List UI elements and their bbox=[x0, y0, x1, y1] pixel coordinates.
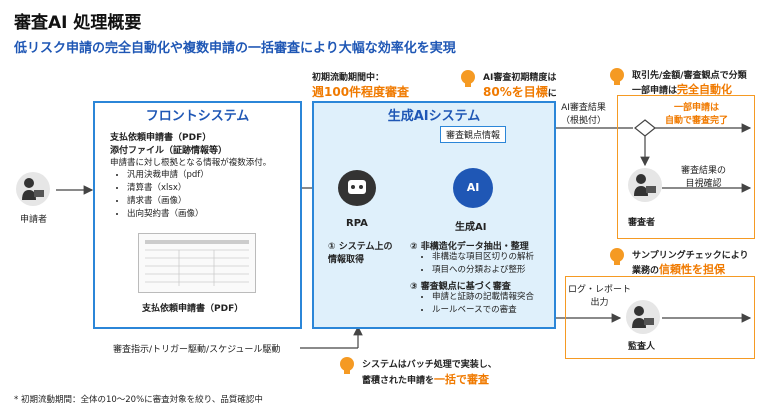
ai-accuracy-highlight: 80%を目標 bbox=[483, 85, 548, 99]
step2-title: ② 非構造化データ抽出・整理 bbox=[410, 242, 529, 252]
batch-prefix: 蓄積された申請を bbox=[362, 376, 435, 386]
lightbulb-icon bbox=[610, 248, 624, 265]
sampling-line1: サンプリングチェックにより bbox=[632, 251, 749, 261]
list-item: 申請と証跡の記載情報突合 bbox=[432, 291, 534, 304]
log-output-label: ログ・レポート 出力 bbox=[568, 282, 631, 308]
ai-icon-text: AI bbox=[466, 181, 480, 194]
front-doc-title: 支払依頼申請書（PDF） bbox=[110, 133, 212, 143]
auto-complete-line1: 一部申請は bbox=[674, 103, 720, 113]
reviewer-avatar bbox=[628, 168, 662, 202]
auditor-avatar bbox=[626, 300, 660, 334]
auto-note-highlight: 完全自動化 bbox=[677, 83, 733, 96]
initial-period-line2: 週100件程度審査 bbox=[312, 85, 410, 99]
applicant-avatar bbox=[16, 172, 50, 206]
ai-brain-icon: AI bbox=[453, 168, 493, 208]
form-document-icon bbox=[145, 240, 249, 286]
ai-result-line1: AI審査結果 bbox=[561, 103, 606, 113]
page-title: 審査AI 処理概要 bbox=[14, 13, 142, 33]
initial-period-line1: 初期流動期間中： bbox=[312, 73, 385, 83]
person-at-laptop-icon bbox=[632, 306, 654, 328]
footnote: * 初期流動期間：全体の10～20%に審査対象を絞り、品質確認中 bbox=[14, 395, 263, 405]
list-item: 非構造な項目区切りの解析 bbox=[432, 251, 534, 264]
front-attach-title: 添付ファイル（証跡情報等） bbox=[110, 146, 228, 156]
gen-ai-system-box bbox=[312, 101, 556, 329]
robot-icon bbox=[338, 170, 376, 206]
page-subtitle: 低リスク申請の完全自動化や複数申請の一括審査により大幅な効率化を実現 bbox=[14, 41, 456, 56]
sampling-prefix: 業務の bbox=[632, 266, 660, 276]
visual-check-label: 審査結果の 目視確認 bbox=[681, 163, 726, 189]
auto-complete-line2: 自動で審査完了 bbox=[665, 116, 729, 126]
sampling-highlight: 信頼性を担保 bbox=[659, 263, 726, 276]
lightbulb-icon bbox=[461, 70, 475, 87]
step3-title: ③ 審査観点に基づく審査 bbox=[410, 282, 511, 292]
document-thumbnail bbox=[138, 233, 256, 293]
auto-note-line1: 取引先/金額/審査観点で分類 bbox=[632, 71, 747, 81]
lightbulb-icon bbox=[610, 68, 624, 85]
list-item: 清算書（xlsx） bbox=[127, 182, 209, 195]
batch-line1: システムはバッチ処理で実装し、 bbox=[362, 360, 497, 370]
reviewer-box bbox=[617, 95, 755, 239]
batch-line2: 蓄積された申請を一括で審査 bbox=[362, 371, 489, 387]
list-item: 請求書（画像） bbox=[127, 195, 209, 208]
auditor-label: 監査人 bbox=[628, 342, 656, 352]
front-attachment-list: 汎用決裁申請（pdf） 清算書（xlsx） 請求書（画像） 出向契約書（画像） bbox=[115, 169, 209, 221]
sampling-line2: 業務の信頼性を担保 bbox=[632, 261, 725, 277]
visual-check-line2: 目視確認 bbox=[685, 179, 722, 189]
trigger-label: 審査指示/トリガー駆動/スケジュール駆動 bbox=[113, 345, 281, 355]
front-desc: 申請書に対し根拠となる情報が複数添付。 bbox=[110, 158, 272, 168]
list-item: ルールベースでの審査 bbox=[432, 304, 534, 317]
auto-note-prefix: 一部申請は bbox=[632, 86, 678, 96]
list-item: 出向契約書（画像） bbox=[127, 208, 209, 221]
applicant-label: 申請者 bbox=[20, 215, 48, 225]
gen-ai-label: 生成AI bbox=[455, 222, 487, 233]
ai-accuracy-suffix: に bbox=[547, 89, 557, 99]
auto-complete-label: 一部申請は 自動で審査完了 bbox=[665, 100, 728, 126]
auditor-box bbox=[565, 276, 755, 359]
step2-list: 非構造な項目区切りの解析 項目への分類および整形 bbox=[420, 251, 534, 277]
ai-result-line2: （根拠付） bbox=[561, 116, 607, 126]
gen-ai-system-title: 生成AIシステム bbox=[387, 109, 481, 124]
step3-list: 申請と証跡の記載情報突合 ルールベースでの審査 bbox=[420, 291, 534, 317]
auto-note-line2: 一部申請は完全自動化 bbox=[632, 81, 732, 97]
log-output-line2: 出力 bbox=[590, 298, 609, 308]
ai-accuracy-line1: AI審査初期精度は bbox=[483, 73, 557, 83]
log-output-line1: ログ・レポート bbox=[568, 285, 632, 295]
front-system-title: フロントシステム bbox=[145, 109, 250, 124]
front-doc-caption: 支払依頼申請書（PDF） bbox=[142, 304, 244, 314]
person-at-laptop-icon bbox=[634, 174, 656, 196]
review-points-tag: 審査観点情報 bbox=[440, 126, 507, 143]
rpa-label: RPA bbox=[346, 218, 368, 229]
list-item: 項目への分類および整形 bbox=[432, 264, 534, 277]
visual-check-line1: 審査結果の bbox=[681, 166, 727, 176]
person-at-laptop-icon bbox=[22, 178, 44, 200]
lightbulb-icon bbox=[340, 357, 354, 374]
batch-highlight: 一括で審査 bbox=[434, 373, 490, 386]
ai-result-label: AI審査結果 （根拠付） bbox=[561, 100, 606, 126]
step1-label: ① システム上の情報取得 bbox=[328, 242, 393, 265]
ai-accuracy-line2: 80%を目標に bbox=[483, 83, 557, 100]
reviewer-label: 審査者 bbox=[628, 218, 656, 228]
list-item: 汎用決裁申請（pdf） bbox=[127, 169, 209, 182]
